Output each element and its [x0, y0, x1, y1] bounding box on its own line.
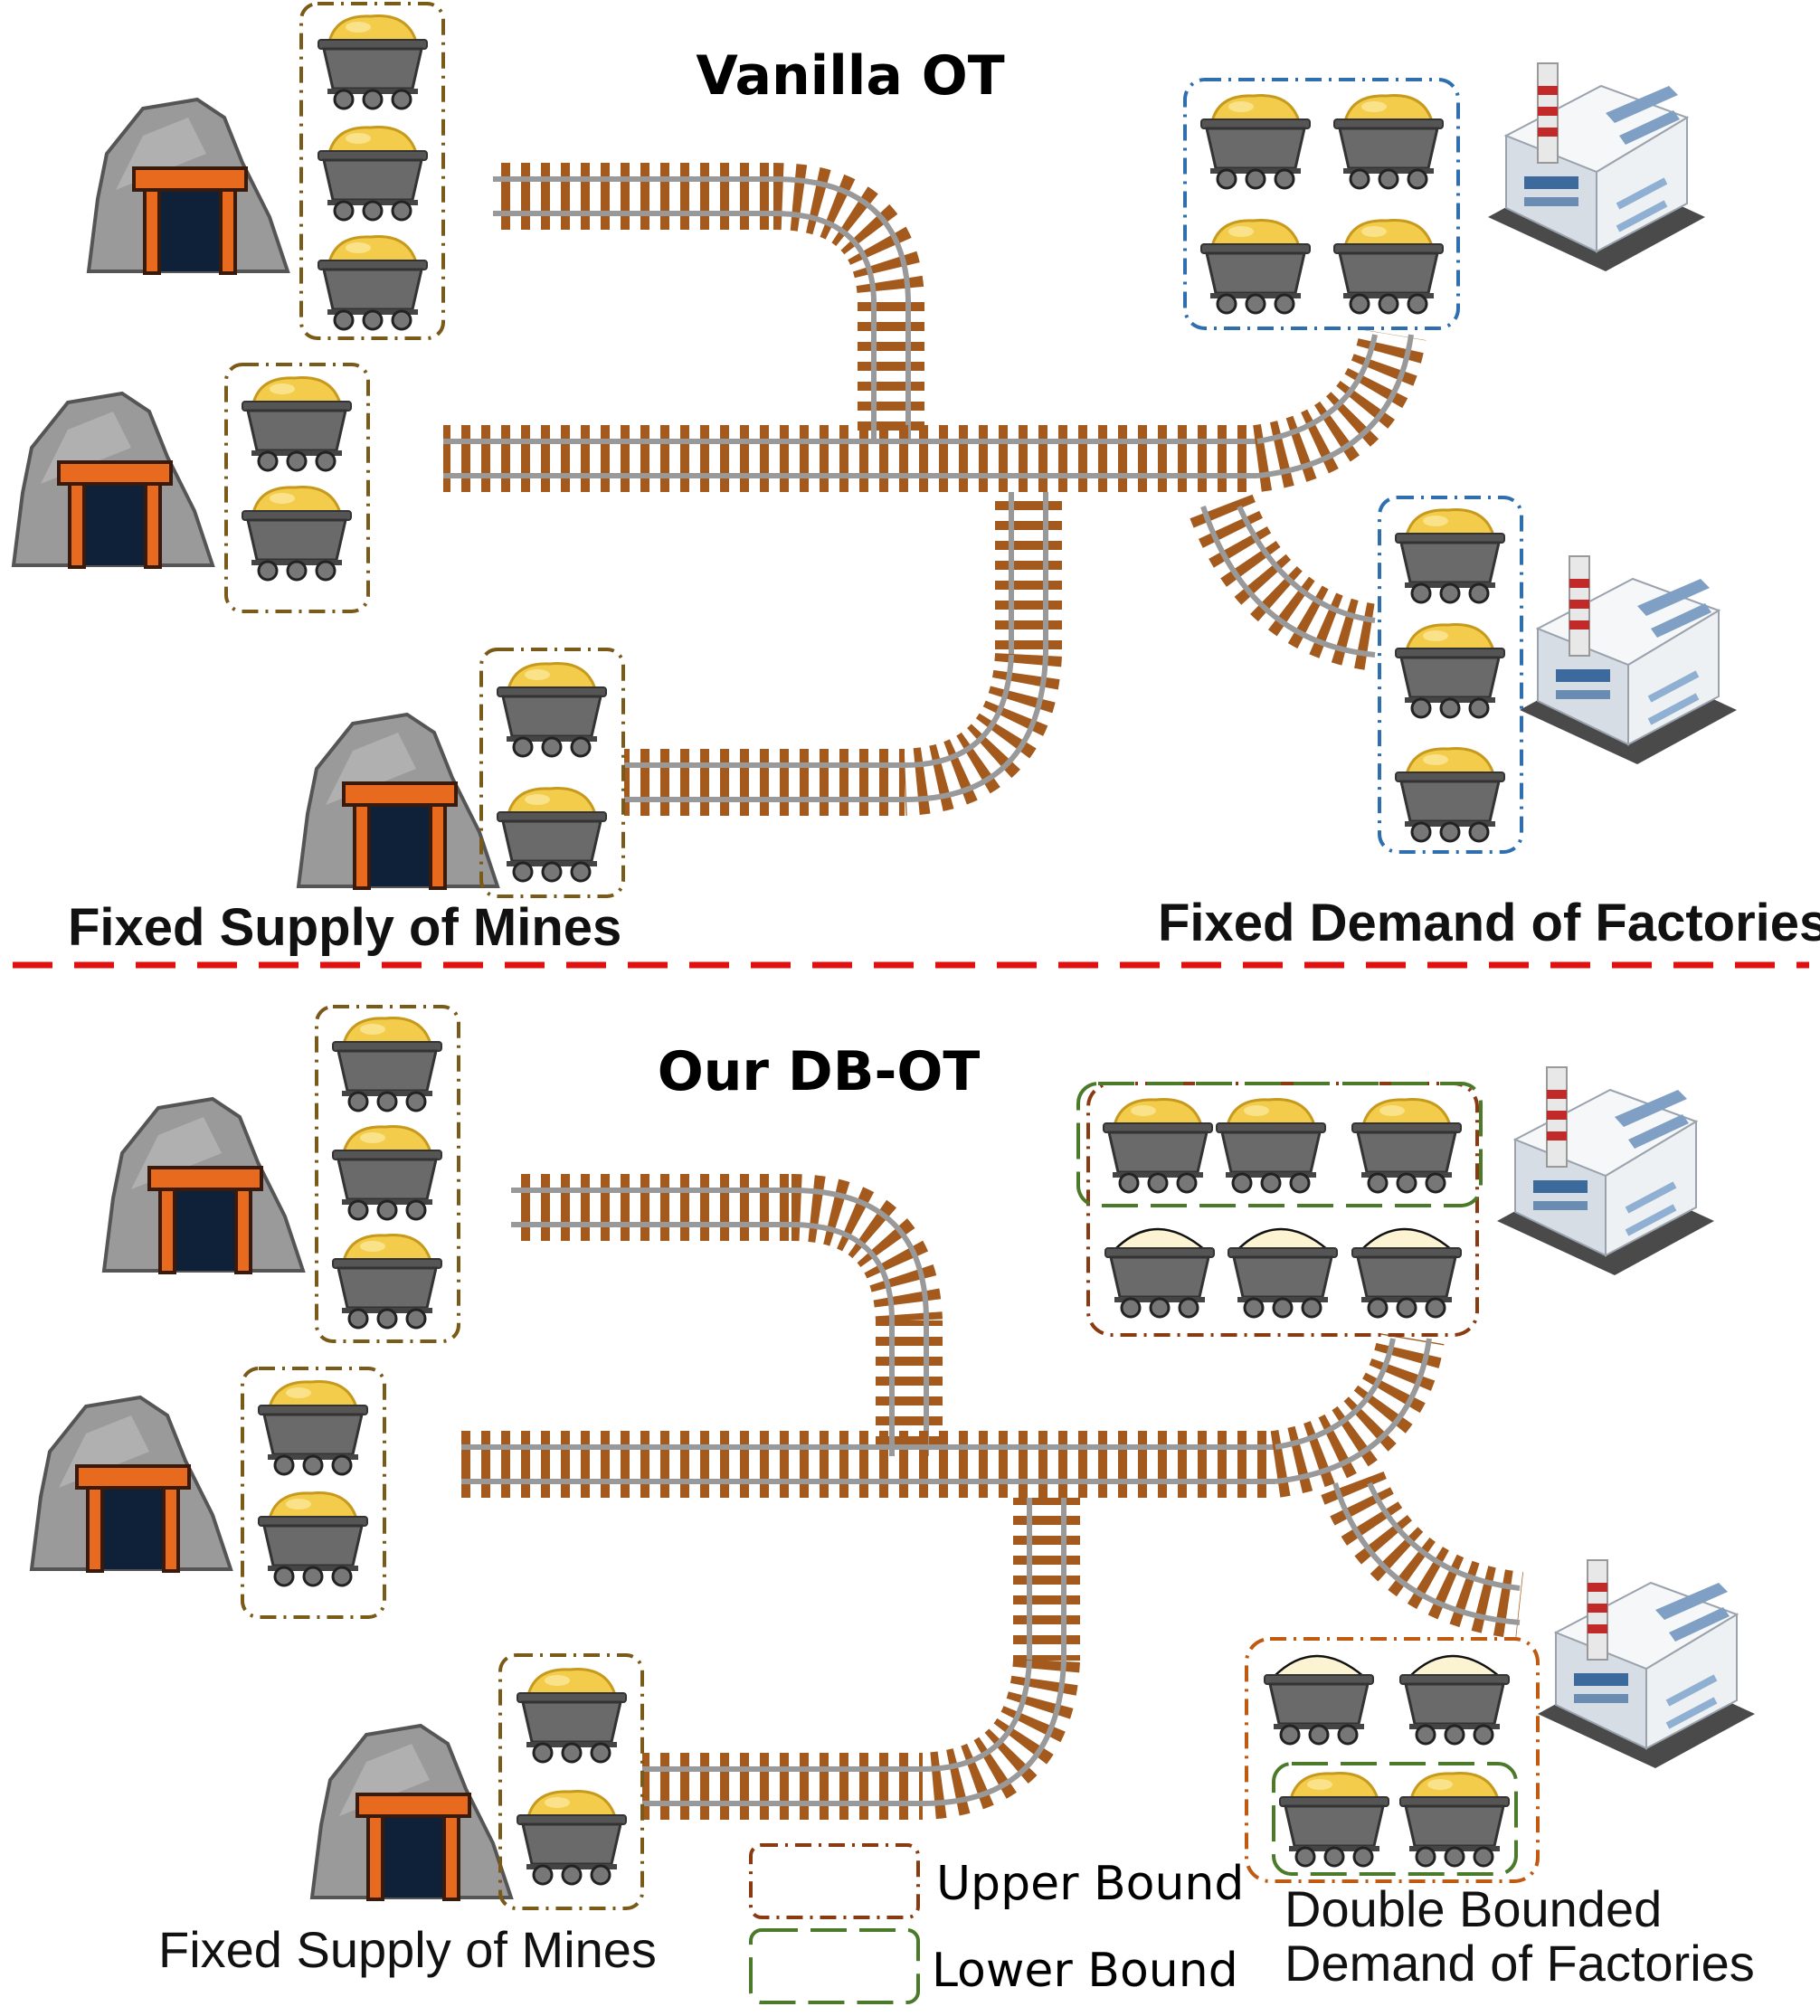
- cart-icon: [1227, 1227, 1339, 1319]
- mine-icon: [12, 392, 214, 569]
- top-demand-caption: Fixed Demand of Factories: [1158, 894, 1820, 952]
- cart-icon: [1394, 623, 1506, 719]
- factory-icon: [1496, 1066, 1715, 1276]
- factory-icon: [1537, 1559, 1756, 1769]
- cart-icon: [241, 376, 353, 472]
- top-panel: Vanilla OT: [12, 2, 1820, 957]
- cart-icon: [317, 14, 429, 110]
- bottom-demand-caption-line2: Demand of Factories: [1284, 1935, 1755, 1992]
- demand-box: [1378, 496, 1523, 854]
- mine-icon: [310, 1724, 513, 1901]
- cart-icon: [496, 787, 608, 883]
- cart-icon: [1278, 1772, 1390, 1868]
- supply-box: [299, 2, 445, 340]
- cart-icon: [241, 486, 353, 582]
- cart-icon: [1394, 508, 1506, 604]
- cart-icon: [331, 1234, 443, 1330]
- cart-icon: [1394, 747, 1506, 843]
- cart-icon: [1332, 219, 1445, 315]
- cart-icon: [1215, 1098, 1327, 1194]
- bottom-demand-caption-line1: Double Bounded: [1284, 1880, 1662, 1937]
- bottom-panel: Our DB-OT: [30, 1005, 1756, 2004]
- cart-icon: [257, 1380, 369, 1476]
- mine-icon: [87, 98, 289, 275]
- railway-track: [443, 163, 1427, 816]
- legend-upper-label: Upper Bound: [936, 1857, 1244, 1911]
- cart-icon: [1398, 1772, 1511, 1868]
- upper-bound-box: [1245, 1637, 1540, 1883]
- cart-icon: [1351, 1098, 1463, 1194]
- cart-icon: [331, 1125, 443, 1221]
- supply-box: [479, 648, 625, 898]
- supply-box: [498, 1653, 644, 1910]
- cart-icon: [1102, 1098, 1214, 1194]
- demand-box: [1183, 78, 1460, 330]
- cart-icon: [516, 1790, 628, 1886]
- cart-icon: [317, 126, 429, 222]
- bottom-supply-caption: Fixed Supply of Mines: [158, 1921, 657, 1978]
- mine-icon: [30, 1396, 232, 1573]
- top-supply-caption: Fixed Supply of Mines: [68, 898, 621, 957]
- cart-icon: [1351, 1227, 1463, 1319]
- cart-icon: [1199, 94, 1312, 190]
- upper-bound-box: [1086, 1082, 1479, 1337]
- cart-icon: [1199, 219, 1312, 315]
- cart-icon: [496, 662, 608, 758]
- supply-box: [241, 1367, 386, 1619]
- cart-icon: [1398, 1654, 1511, 1746]
- cart-icon: [1263, 1654, 1375, 1746]
- lower-bound-box: [1272, 1762, 1518, 1876]
- bottom-title: Our DB-OT: [658, 1040, 981, 1103]
- supply-box: [224, 363, 370, 613]
- top-title: Vanilla OT: [696, 44, 1004, 108]
- cart-icon: [331, 1017, 443, 1112]
- mine-icon: [102, 1097, 305, 1274]
- railway-track: [461, 1174, 1524, 1820]
- factory-icon: [1519, 555, 1738, 765]
- lower-bound-box: [1076, 1082, 1483, 1207]
- cart-icon: [1104, 1227, 1216, 1319]
- mine-icon: [297, 713, 499, 890]
- cart-icon: [317, 235, 429, 331]
- cart-icon: [257, 1491, 369, 1587]
- cart-icon: [516, 1668, 628, 1764]
- factory-icon: [1487, 62, 1706, 272]
- legend-lower-label: Lower Bound: [932, 1944, 1238, 1998]
- supply-box: [315, 1005, 460, 1343]
- cart-icon: [1332, 94, 1445, 190]
- legend-upper-swatch: [749, 1843, 920, 1919]
- legend-lower-swatch: [749, 1928, 920, 2004]
